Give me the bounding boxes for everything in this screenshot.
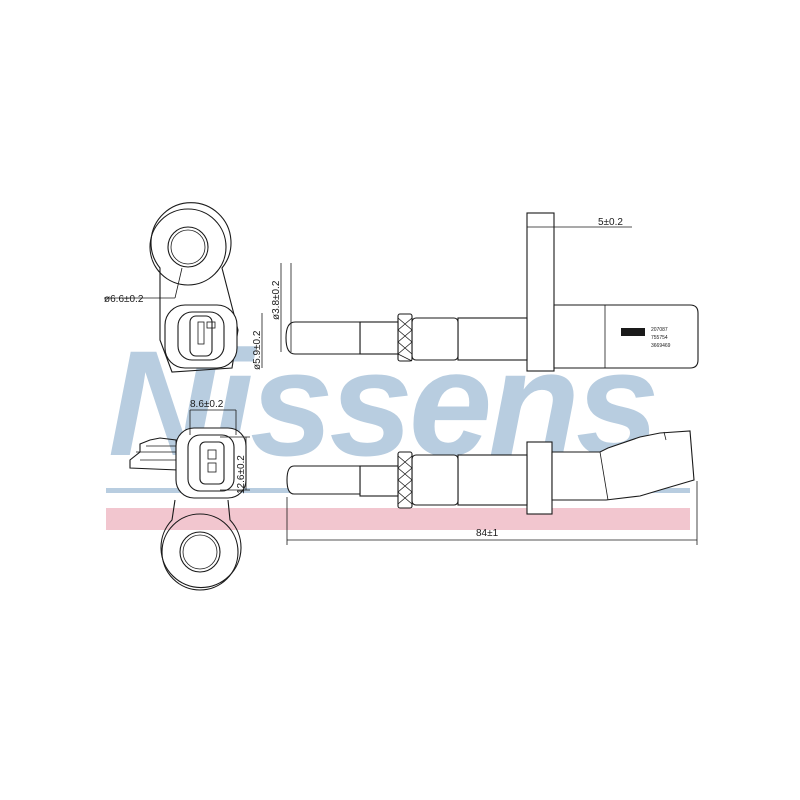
upper-left-end-view: ø6.6±0.2 [104, 202, 239, 373]
lower-left-end-view: 8.6±0.2 12.6±0.2 [129, 399, 250, 591]
probe-diameter-label: ø5.9±0.2 [252, 330, 263, 370]
svg-text:3669469: 3669469 [651, 343, 671, 349]
body-lower [457, 454, 528, 506]
total-length-label: 84±1 [476, 528, 499, 539]
mounting-hole-upper [167, 226, 209, 268]
svg-text:755754: 755754 [651, 335, 668, 341]
mounting-hole-lower [179, 531, 221, 573]
flange-thickness-label: 5±0.2 [598, 217, 623, 228]
flange-upper-side [526, 212, 555, 372]
connector-body-upper [164, 304, 238, 369]
watermark-pink-band [106, 508, 690, 530]
flange-lower-side [526, 441, 553, 515]
tip-diameter-label: ø3.8±0.2 [271, 280, 282, 320]
body-upper [457, 317, 528, 361]
nissens-logo-mini [621, 328, 645, 336]
lower-side-view: 84±1 [286, 430, 698, 545]
hole-diameter-label: ø6.6±0.2 [104, 294, 144, 305]
svg-text:207087: 207087 [651, 327, 668, 333]
probe-lower [286, 465, 361, 495]
knurl-upper [397, 313, 413, 362]
knurl-lower [397, 451, 413, 509]
connector-width-label: 8.6±0.2 [190, 399, 224, 410]
flange-outline-upper [149, 208, 227, 286]
probe-upper [285, 321, 361, 355]
flange-outline-lower [161, 513, 239, 591]
upper-side-view: 5±0.2 207087 755754 3669469 ø3.8±0.2 ø5.… [252, 212, 699, 372]
connector-height-label: 12.6±0.2 [236, 455, 247, 494]
